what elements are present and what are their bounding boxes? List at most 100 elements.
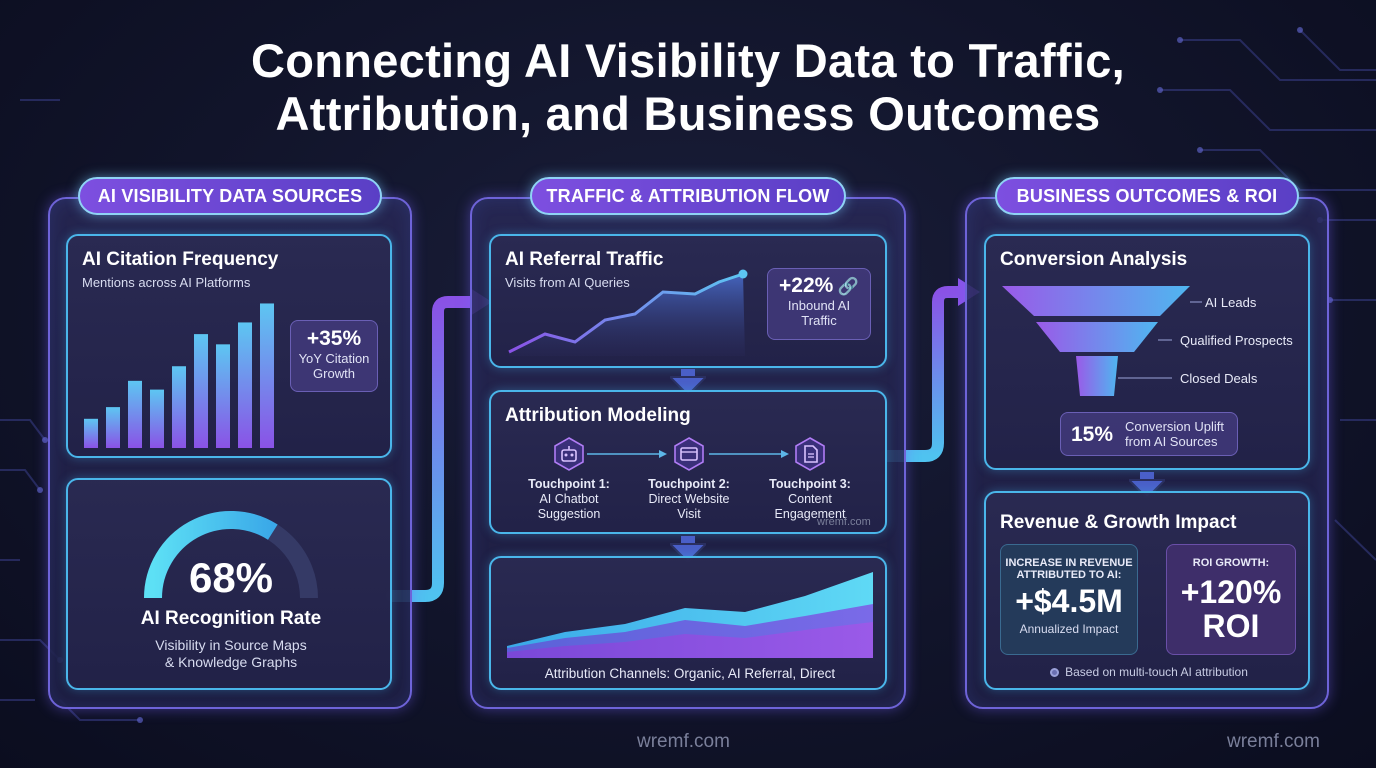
gauge-fill <box>144 510 278 599</box>
referral-traffic-card: AI Referral Traffic Visits from AI Queri… <box>489 234 887 368</box>
watermark-right: wremf.com <box>1227 731 1320 752</box>
data-sources-tag: AI VISIBILITY DATA SOURCES <box>78 177 382 215</box>
modeling-watermark: wremf.com <box>817 516 871 528</box>
modeling-title: Attribution Modeling <box>505 405 691 426</box>
down-arrow-icon <box>670 536 706 562</box>
funnel-label-leads: AI Leads <box>1205 295 1257 310</box>
bullet-icon <box>1050 668 1060 677</box>
recognition-title: AI Recognition Rate <box>140 608 322 629</box>
channels-caption: Attribution Channels: Organic, AI Referr… <box>544 666 836 681</box>
funnel-tier-3 <box>1076 356 1118 396</box>
citation-bar <box>194 334 208 448</box>
citation-bar <box>84 418 98 448</box>
conversion-analysis-card: Conversion Analysis AI Leads Qualified P… <box>984 234 1310 470</box>
roi-growth-value: +120% <box>1180 574 1282 610</box>
referral-subtitle: Visits from AI Queries <box>505 275 630 290</box>
conversion-uplift-label: Conversion Uplift from AI Sources <box>1125 419 1224 449</box>
title-line-1: Connecting AI Visibility Data to Traffic… <box>250 34 1126 87</box>
citation-bar-chart <box>84 303 274 448</box>
roi-growth-box: ROI GROWTH: +120% ROI <box>1166 544 1296 655</box>
touchpoint-1-desc-1: AI Chatbot <box>539 492 599 506</box>
touchpoint-3-desc-2: Engagement <box>774 507 846 521</box>
recognition-gauge <box>144 510 318 599</box>
conversion-funnel <box>1002 286 1202 396</box>
citation-growth-stat: +35% YoY Citation Growth <box>290 320 378 392</box>
recognition-sub-1: Visibility in Source Maps <box>155 637 307 653</box>
conversion-title: Conversion Analysis <box>1000 249 1188 270</box>
referral-growth-stat: +22% 🔗 Inbound AI Traffic <box>767 268 871 340</box>
connector-left-to-middle <box>386 296 480 602</box>
citation-bar <box>238 322 252 448</box>
referral-area-chart <box>508 269 748 356</box>
channel-organic-area <box>507 622 873 658</box>
funnel-tier-2 <box>1036 322 1158 352</box>
citation-bar <box>216 344 230 448</box>
touchpoint-3-desc-1: Content <box>788 492 832 506</box>
browser-icon <box>674 437 704 471</box>
down-arrow-icon <box>1129 472 1165 498</box>
referral-endpoint <box>738 269 748 279</box>
link-icon: 🔗 <box>837 277 859 296</box>
referral-growth-row: +22% 🔗 <box>768 274 870 298</box>
conversion-uplift-value: 15% <box>1071 423 1114 446</box>
revenue-increase-label-2: ATTRIBUTED TO AI: <box>1016 569 1122 581</box>
connector-middle-to-right <box>880 286 968 462</box>
referral-line <box>508 272 744 354</box>
revenue-footnote-text: Based on multi-touch AI attribution <box>1065 665 1248 679</box>
roi-growth-unit: ROI <box>1202 608 1260 644</box>
recognition-rate-card: 68% AI Recognition Rate Visibility in So… <box>66 478 392 690</box>
citation-title: AI Citation Frequency <box>82 249 279 270</box>
robot-icon <box>554 437 584 471</box>
touchpoint-2-desc-1: Direct Website <box>648 492 730 506</box>
citation-bar <box>260 303 274 448</box>
attribution-channels-card: Attribution Channels: Organic, AI Referr… <box>489 556 887 690</box>
recognition-sub-2: & Knowledge Graphs <box>164 654 298 670</box>
business-outcomes-tag: BUSINESS OUTCOMES & ROI <box>995 177 1299 215</box>
funnel-label-deals: Closed Deals <box>1180 371 1258 386</box>
roi-growth-label: ROI GROWTH: <box>1192 557 1270 569</box>
referral-growth-label-2: Traffic <box>801 313 837 328</box>
conversion-uplift-label-1: Conversion Uplift <box>1125 419 1224 434</box>
recognition-value: 68% <box>188 554 274 601</box>
citation-bar <box>172 366 186 448</box>
conversion-uplift-label-2: from AI Sources <box>1125 434 1218 449</box>
attribution-modeling-card: Attribution Modeling Touchpoint 1: AI Ch… <box>489 390 887 534</box>
citation-growth-label-1: YoY Citation <box>298 351 370 366</box>
referral-title: AI Referral Traffic <box>505 249 664 270</box>
citation-bar <box>106 407 120 448</box>
title-line-2: Attribution, and Business Outcomes <box>275 87 1101 140</box>
citation-growth-label-2: Growth <box>313 366 355 381</box>
revenue-footnote: Based on multi-touch AI attribution <box>986 665 1312 679</box>
citation-frequency-card: AI Citation Frequency Mentions across AI… <box>66 234 392 458</box>
touchpoint-flow-line <box>587 450 789 458</box>
watermark-center: wremf.com <box>637 731 730 752</box>
referral-growth-label-1: Inbound AI <box>787 298 851 313</box>
revenue-increase-box: INCREASE IN REVENUE ATTRIBUTED TO AI: +$… <box>1000 544 1138 655</box>
revenue-impact-card: Revenue & Growth Impact INCREASE IN REVE… <box>984 491 1310 690</box>
citation-bar <box>150 389 164 448</box>
touchpoint-1-label: Touchpoint 1: <box>528 477 610 491</box>
referral-growth-value: +22% <box>779 274 834 297</box>
citation-bar <box>128 380 142 448</box>
revenue-increase-value: +$4.5M <box>1015 583 1123 619</box>
touchpoint-2-desc-2: Visit <box>677 507 701 521</box>
document-icon <box>795 437 825 471</box>
touchpoint-1-desc-2: Suggestion <box>537 507 601 521</box>
traffic-flow-tag: TRAFFIC & ATTRIBUTION FLOW <box>530 177 846 215</box>
citation-growth-value: +35% <box>306 327 362 350</box>
revenue-increase-note: Annualized Impact <box>1019 622 1119 636</box>
funnel-tier-1 <box>1002 286 1190 316</box>
touchpoint-3-label: Touchpoint 3: <box>769 477 851 491</box>
funnel-label-prospects: Qualified Prospects <box>1180 333 1293 348</box>
revenue-increase-label-1: INCREASE IN REVENUE <box>1005 557 1133 569</box>
citation-subtitle: Mentions across AI Platforms <box>82 275 251 290</box>
touchpoint-1: Touchpoint 1: AI Chatbot Suggestion <box>514 477 624 522</box>
page-title: Connecting AI Visibility Data to Traffic… <box>0 34 1376 140</box>
touchpoint-2: Touchpoint 2: Direct Website Visit <box>634 477 744 522</box>
touchpoint-3: Touchpoint 3: Content Engagement <box>755 477 865 522</box>
conversion-uplift-stat: 15% Conversion Uplift from AI Sources <box>1060 412 1238 456</box>
revenue-title: Revenue & Growth Impact <box>1000 512 1237 533</box>
channels-stacked-area-chart <box>507 572 873 658</box>
touchpoint-2-label: Touchpoint 2: <box>648 477 730 491</box>
down-arrow-icon <box>670 369 706 395</box>
